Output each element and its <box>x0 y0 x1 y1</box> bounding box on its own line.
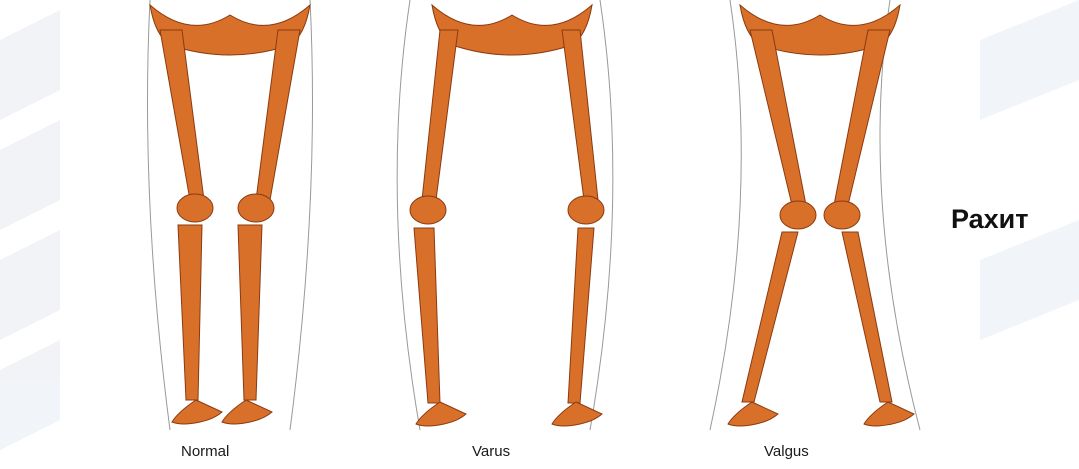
leg-alignment-illustration <box>130 0 960 469</box>
valgus-legs-figure <box>710 0 920 430</box>
varus-legs-figure <box>397 0 613 430</box>
caption-valgus: Valgus <box>764 443 809 460</box>
normal-legs-figure <box>148 0 313 430</box>
side-title: Рахит <box>951 204 1029 235</box>
caption-normal: Normal <box>181 443 229 460</box>
caption-varus: Varus <box>472 443 510 460</box>
